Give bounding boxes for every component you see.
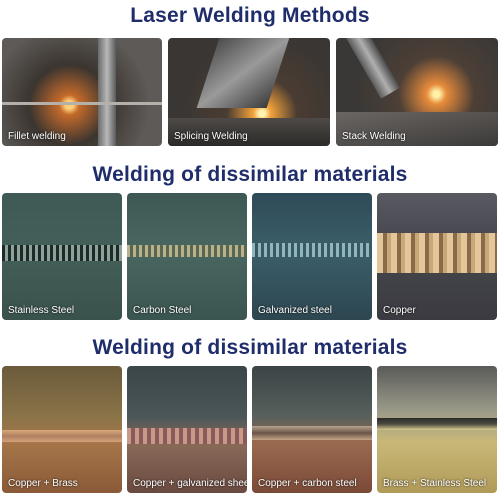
caption-fillet-welding: Fillet welding	[8, 131, 66, 142]
weld-seam	[252, 426, 372, 440]
metal-edge	[2, 102, 162, 105]
fillet-welding-image: Fillet welding	[2, 38, 162, 146]
weld-seam	[377, 418, 497, 430]
weld-seam	[2, 430, 122, 442]
welding-head	[196, 38, 290, 108]
section-title-dissimilar-materials-2: Welding of dissimilar materials	[92, 336, 408, 359]
caption-splicing-welding: Splicing Welding	[174, 131, 248, 142]
caption-copper-brass: Copper + Brass	[8, 478, 78, 489]
carbon-steel-weld-image: Carbon Steel	[127, 193, 247, 320]
caption-stack-welding: Stack Welding	[342, 131, 406, 142]
torch-nozzle	[98, 38, 116, 146]
weld-seam	[127, 428, 247, 444]
caption-carbon-steel: Carbon Steel	[133, 305, 192, 316]
weld-seam	[377, 233, 497, 273]
weld-seam	[252, 243, 372, 257]
copper-weld-image: Copper	[377, 193, 497, 320]
caption-brass-stainless-steel: Brass + Stainless Steel	[383, 478, 487, 489]
caption-copper-carbon-steel: Copper + carbon steel	[258, 478, 357, 489]
section-title-dissimilar-materials-1: Welding of dissimilar materials	[92, 163, 408, 186]
copper-brass-weld-image: Copper + Brass	[2, 366, 122, 493]
caption-copper-galvanized-sheet: Copper + galvanized sheet	[133, 478, 247, 489]
weld-seam	[127, 245, 247, 257]
copper-carbon-steel-weld-image: Copper + carbon steel	[252, 366, 372, 493]
copper-galvanized-weld-image: Copper + galvanized sheet	[127, 366, 247, 493]
splicing-welding-image: Splicing Welding	[168, 38, 330, 146]
torch-nozzle	[346, 38, 401, 99]
stacked-plates	[336, 112, 498, 146]
caption-stainless-steel: Stainless Steel	[8, 305, 75, 316]
galvanized-steel-weld-image: Galvanized steel	[252, 193, 372, 320]
caption-copper: Copper	[383, 305, 416, 316]
stainless-steel-weld-image: Stainless Steel	[2, 193, 122, 320]
metal-plate	[168, 118, 330, 146]
section-title-laser-welding-methods: Laser Welding Methods	[130, 4, 370, 27]
brass-stainless-steel-weld-image: Brass + Stainless Steel	[377, 366, 497, 493]
caption-galvanized-steel: Galvanized steel	[258, 305, 332, 316]
stack-welding-image: Stack Welding	[336, 38, 498, 146]
weld-seam	[2, 245, 122, 261]
